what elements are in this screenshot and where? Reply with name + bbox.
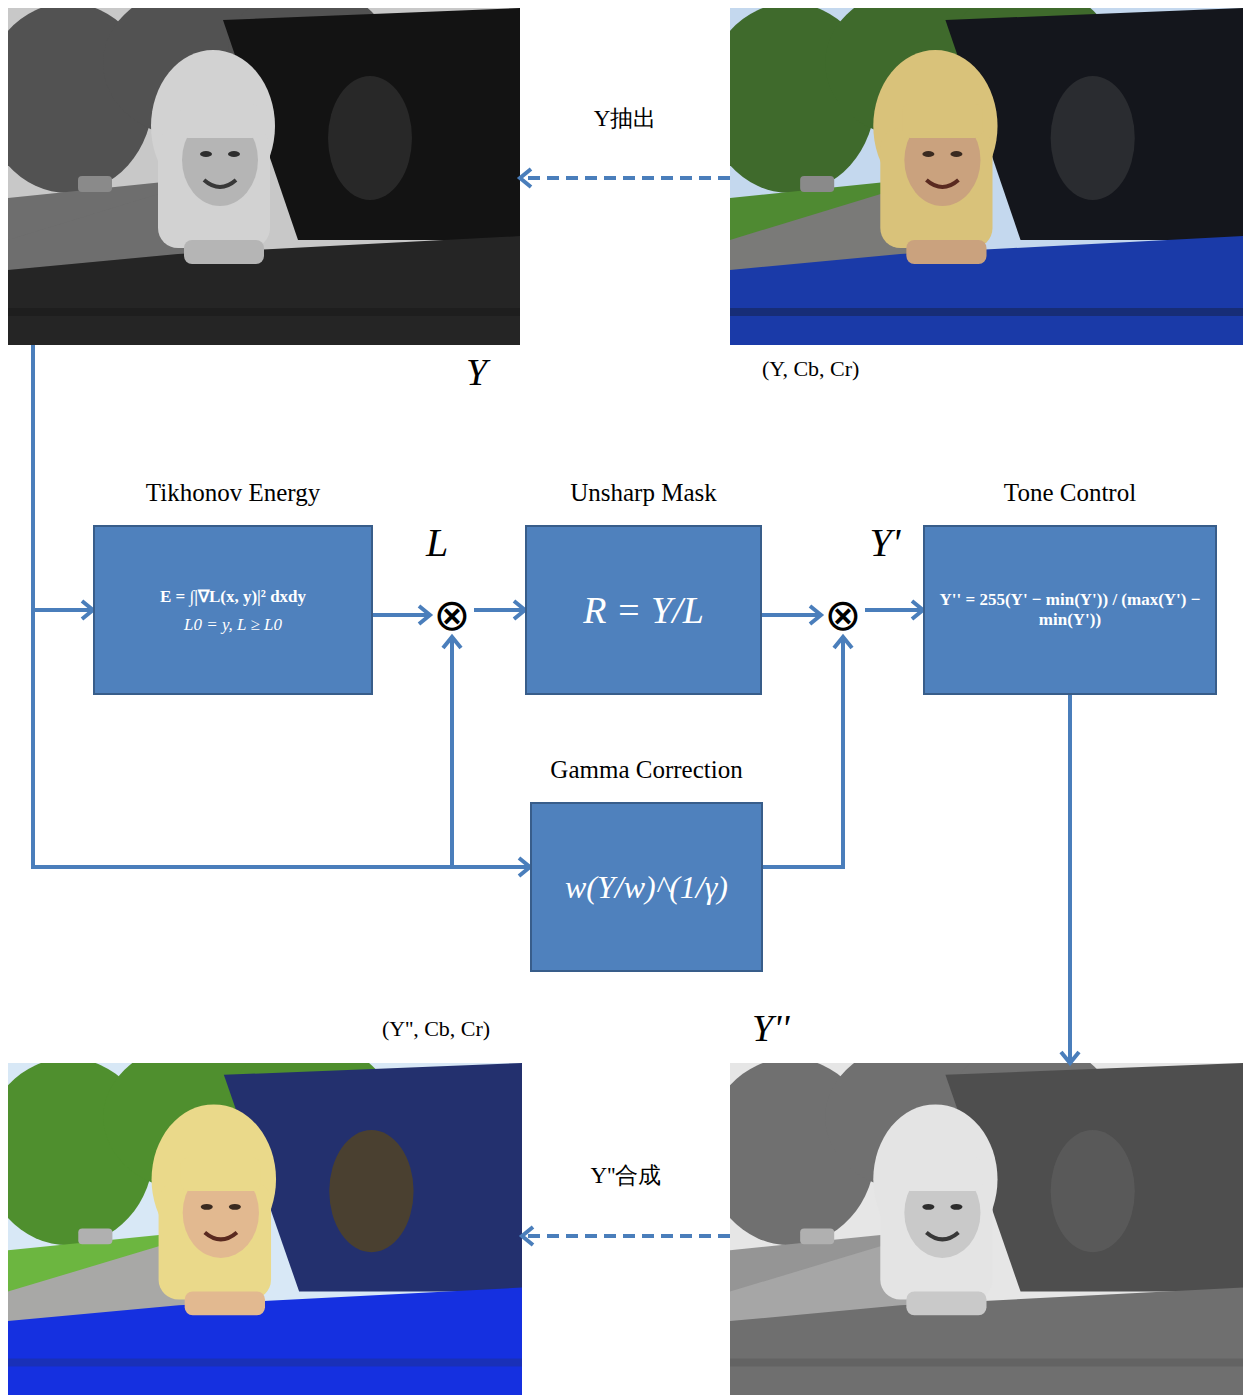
photo-frame: Y — [8, 8, 520, 345]
color-photo — [705, 0, 1243, 345]
formula-text: R = Y/L — [583, 588, 704, 632]
connector — [763, 637, 843, 867]
photo-frame: (Y'', Cb, Cr) — [8, 1063, 522, 1395]
connector — [762, 613, 821, 617]
connector — [33, 345, 530, 867]
formula-text: Y'' = 255(Y' − min(Y')) / (max(Y') − min… — [937, 590, 1203, 630]
connector — [520, 176, 730, 180]
connector — [522, 1234, 730, 1238]
process-block: Tikhonov EnergyE = ∫|∇L(x, y)|² dxdyL0 =… — [93, 473, 373, 695]
operator-symbol: ⊗ — [821, 593, 865, 637]
photo-caption: Y'' — [752, 1006, 789, 1050]
connector — [373, 613, 430, 617]
photo-caption: (Y'', Cb, Cr) — [382, 1016, 490, 1042]
signal-label: L — [426, 519, 448, 566]
formula-text: w(Y/w)^(1/γ) — [565, 869, 728, 906]
edge-label: Y''合成 — [591, 1160, 662, 1191]
signal-label: Y' — [870, 519, 901, 566]
connector — [865, 608, 923, 612]
multiply-node: ⊗ — [430, 593, 474, 637]
process-box: E = ∫|∇L(x, y)|² dxdy L0 = y, L ≥ L0 — [93, 525, 373, 695]
photo-caption: (Y, Cb, Cr) — [762, 356, 859, 382]
process-block: Unsharp MaskR = Y/L — [525, 473, 762, 695]
process-block: Tone ControlY'' = 255(Y' − min(Y')) / (m… — [923, 473, 1217, 695]
block-title: Tone Control — [843, 473, 1250, 513]
connector — [474, 608, 525, 612]
process-box: R = Y/L — [525, 525, 762, 695]
photo-frame: (Y, Cb, Cr) — [730, 8, 1243, 345]
photo-caption: Y — [466, 350, 487, 394]
block-title: Gamma Correction — [450, 750, 843, 790]
process-block: Gamma Correctionw(Y/w)^(1/γ) — [530, 750, 763, 972]
connector — [33, 345, 93, 610]
connector — [1068, 695, 1072, 1063]
block-title: Unsharp Mask — [445, 473, 842, 513]
edge-label: Y抽出 — [594, 103, 657, 134]
enhanced-luma-photo — [705, 1043, 1243, 1395]
block-title: Tikhonov Energy — [13, 473, 453, 513]
formula-text: L0 = y, L ≥ L0 — [184, 615, 282, 635]
multiply-node: ⊗ — [821, 593, 865, 637]
connector — [33, 345, 452, 867]
photo-frame: Y'' — [730, 1063, 1243, 1395]
enhanced-color-photo — [0, 1043, 522, 1395]
formula-text: E = ∫|∇L(x, y)|² dxdy — [160, 586, 306, 607]
process-box: w(Y/w)^(1/γ) — [530, 802, 763, 972]
process-box: Y'' = 255(Y' − min(Y')) / (max(Y') − min… — [923, 525, 1217, 695]
luma-photo — [0, 0, 520, 345]
operator-symbol: ⊗ — [430, 593, 474, 637]
